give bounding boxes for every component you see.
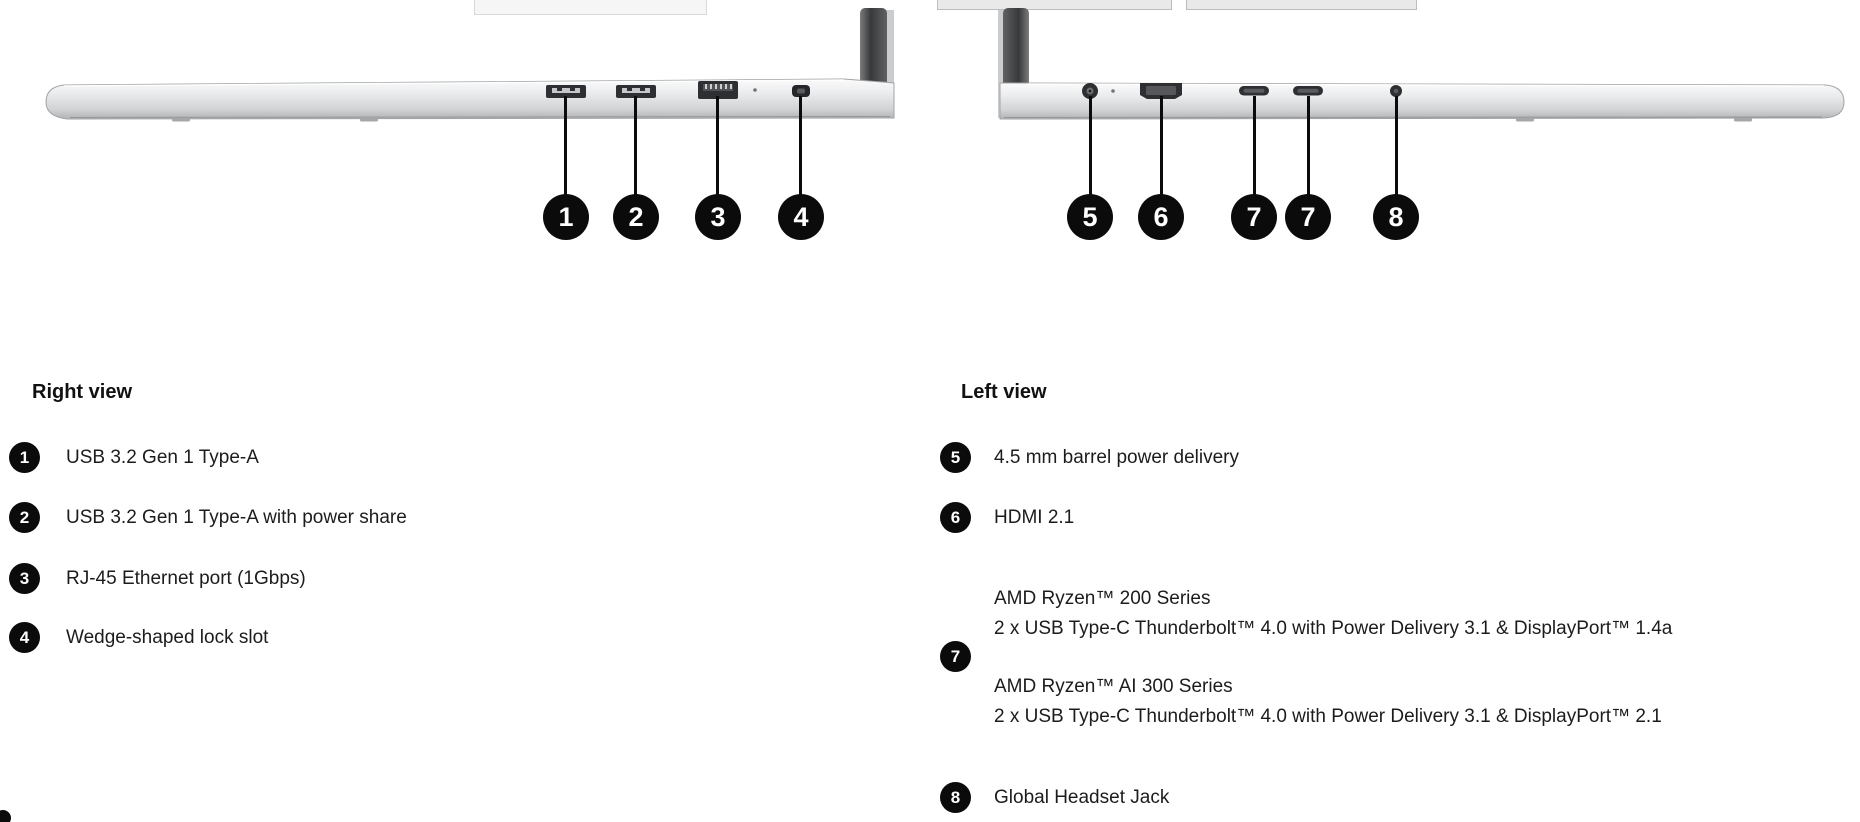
legend-label-1: USB 3.2 Gen 1 Type-A: [66, 447, 259, 468]
callout-line-4: [799, 96, 802, 196]
laptop-left-view-image: [998, 8, 1845, 122]
callout-circle-3: 3: [695, 194, 741, 240]
legend-num-7: 7: [940, 641, 971, 672]
rj45-ethernet-port-icon: [698, 81, 738, 99]
barrel-power-jack-icon: [1082, 83, 1098, 99]
mic-hole-icon: [753, 88, 757, 92]
legend-7-line-2: 2 x USB Type-C Thunderbolt™ 4.0 with Pow…: [994, 618, 1673, 639]
mic-hole-icon: [1111, 89, 1115, 93]
legend-label-7: AMD Ryzen™ 200 Series 2 x USB Type-C Thu…: [994, 584, 1672, 732]
legend-label-6: HDMI 2.1: [994, 507, 1075, 528]
callout-circle-2: 2: [613, 194, 659, 240]
legend-7-line-4: 2 x USB Type-C Thunderbolt™ 4.0 with Pow…: [994, 706, 1662, 727]
callout-line-5: [1089, 96, 1092, 196]
callout-line-7b: [1307, 96, 1310, 196]
legend-num-6: 6: [940, 502, 971, 533]
wedge-lock-slot-icon: [792, 85, 810, 97]
legend-label-3: RJ-45 Ethernet port (1Gbps): [66, 568, 306, 589]
cropped-element-bottom-left: [0, 810, 11, 822]
callout-line-1: [564, 96, 567, 196]
callout-circle-7a: 7: [1231, 194, 1277, 240]
usb-c-port-icon: [1293, 86, 1323, 96]
usb-a-port-icon: [546, 85, 586, 98]
cropped-thumbnail-1[interactable]: [474, 0, 707, 15]
callout-circle-5: 5: [1067, 194, 1113, 240]
callout-line-6: [1160, 96, 1163, 196]
callout-circle-4: 4: [778, 194, 824, 240]
headset-jack-icon: [1390, 85, 1402, 97]
usb-c-port-icon: [1239, 86, 1269, 96]
laptop-right-view-image: [45, 8, 895, 122]
cropped-thumbnail-2[interactable]: [937, 0, 1172, 10]
callout-line-2: [634, 96, 637, 196]
legend-num-4: 4: [9, 622, 40, 653]
hdmi-port-icon: [1140, 83, 1182, 99]
callout-line-7a: [1253, 96, 1256, 196]
legend-label-4: Wedge-shaped lock slot: [66, 627, 269, 648]
legend-num-8: 8: [940, 782, 971, 813]
callout-line-8: [1395, 96, 1398, 196]
legend-num-5: 5: [940, 442, 971, 473]
callout-circle-6: 6: [1138, 194, 1184, 240]
legend-label-2: USB 3.2 Gen 1 Type-A with power share: [66, 507, 407, 528]
right-view-heading: Right view: [32, 381, 133, 403]
laptop-base: [45, 78, 895, 122]
callout-circle-7b: 7: [1285, 194, 1331, 240]
laptop-base: [999, 82, 1845, 122]
legend-7-line-1: AMD Ryzen™ 200 Series: [994, 588, 1211, 609]
legend-num-3: 3: [9, 563, 40, 594]
legend-label-5: 4.5 mm barrel power delivery: [994, 447, 1239, 468]
legend-7-line-3: AMD Ryzen™ AI 300 Series: [994, 676, 1233, 697]
left-view-heading: Left view: [961, 381, 1047, 403]
cropped-thumbnail-3[interactable]: [1186, 0, 1417, 10]
callout-circle-8: 8: [1373, 194, 1419, 240]
callout-line-3: [716, 96, 719, 196]
legend-num-2: 2: [9, 502, 40, 533]
callout-circle-1: 1: [543, 194, 589, 240]
legend-label-8: Global Headset Jack: [994, 787, 1170, 808]
legend-num-1: 1: [9, 442, 40, 473]
usb-a-port-icon: [616, 85, 656, 98]
